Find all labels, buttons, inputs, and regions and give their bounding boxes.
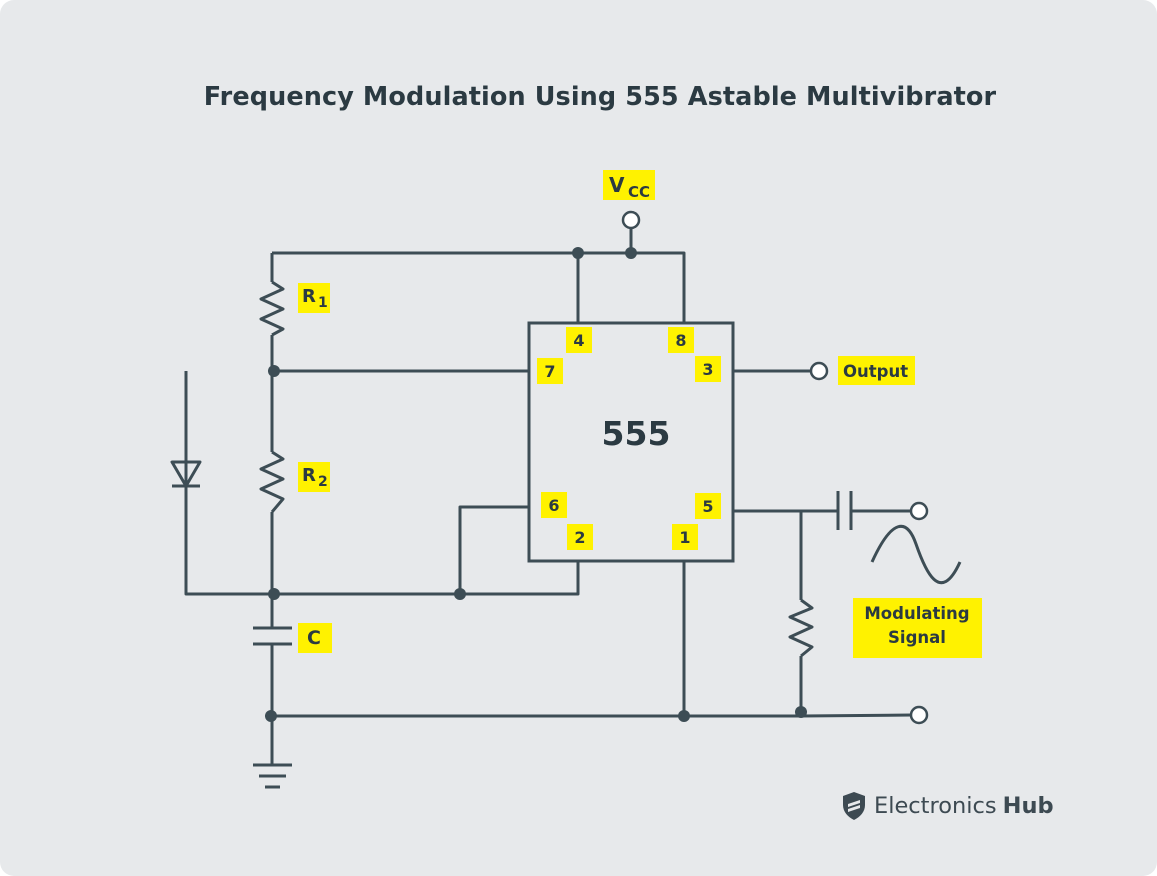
vcc-label: V <box>609 173 625 197</box>
vcc-label-subscript: CC <box>628 183 650 201</box>
diode <box>170 460 202 488</box>
pin-2-label: 2 <box>574 528 585 547</box>
brand-logo: Electronics Hub <box>842 789 1054 823</box>
brand-word-electronics: Electronics <box>874 793 997 819</box>
pin-7-label: 7 <box>544 362 555 381</box>
pin-8-label: 8 <box>675 331 686 350</box>
modulating-label-line1: Modulating <box>864 604 969 623</box>
pin-1-label: 1 <box>679 528 690 547</box>
ic-555-body <box>527 321 735 563</box>
modulating-input-terminal <box>909 501 929 521</box>
ic-label: 555 <box>602 414 671 453</box>
pin-4-label: 4 <box>573 331 584 350</box>
junction-dots <box>265 247 807 722</box>
diagram-title: Frequency Modulation Using 555 Astable M… <box>203 82 997 112</box>
r1-label: R <box>302 286 316 307</box>
resistor-r1 <box>259 280 285 337</box>
shield-logo-icon <box>843 792 865 820</box>
resistor-modulation <box>788 598 814 658</box>
ground-symbol <box>253 763 292 789</box>
r1-label-subscript: 1 <box>318 295 328 311</box>
pin-5-label: 5 <box>702 497 713 516</box>
ground-terminal <box>909 705 929 725</box>
brand-word-hub: Hub <box>1002 793 1054 819</box>
r2-label-subscript: 2 <box>318 474 328 490</box>
pin-6-label: 6 <box>548 496 559 515</box>
output-label: Output <box>843 362 908 381</box>
modulating-signal-sine <box>870 524 962 585</box>
capacitor-c <box>253 626 292 646</box>
resistor-r2 <box>259 450 285 513</box>
coupling-capacitor <box>836 491 853 530</box>
modulating-label-line2: Signal <box>888 628 946 647</box>
vcc-terminal <box>621 210 641 230</box>
output-terminal <box>809 361 829 381</box>
r2-label: R <box>302 465 316 486</box>
pin-3-label: 3 <box>702 360 713 379</box>
capacitor-label: C <box>307 627 321 649</box>
